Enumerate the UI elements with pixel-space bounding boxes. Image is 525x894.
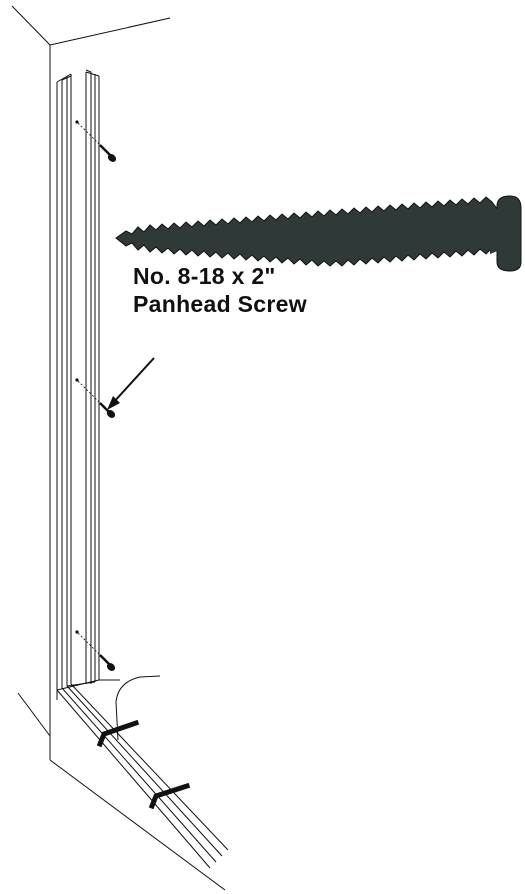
small-screws bbox=[99, 144, 117, 671]
vertical-channel bbox=[56, 69, 100, 691]
panhead-screw-icon bbox=[115, 195, 522, 272]
screw-icon bbox=[99, 144, 117, 162]
track-clips bbox=[96, 719, 191, 810]
screw-head bbox=[496, 195, 522, 272]
track-clip bbox=[96, 719, 140, 748]
bottom-track bbox=[56, 675, 229, 869]
wall-outline bbox=[11, 5, 226, 891]
screw-icon bbox=[99, 654, 116, 671]
callout-line-2: Panhead Screw bbox=[133, 291, 307, 317]
screw-hole bbox=[75, 120, 79, 124]
insertion-lines bbox=[77, 122, 102, 657]
screw-hole bbox=[75, 630, 79, 634]
screw-holes bbox=[75, 120, 79, 634]
screw-callout-label: No. 8-18 x 2" Panhead Screw bbox=[133, 262, 307, 318]
screw-hole bbox=[75, 378, 79, 382]
screw-icon bbox=[99, 402, 116, 418]
callout-line-1: No. 8-18 x 2" bbox=[133, 263, 276, 289]
pointer-arrow-icon bbox=[107, 357, 155, 410]
track-clip bbox=[148, 782, 191, 810]
